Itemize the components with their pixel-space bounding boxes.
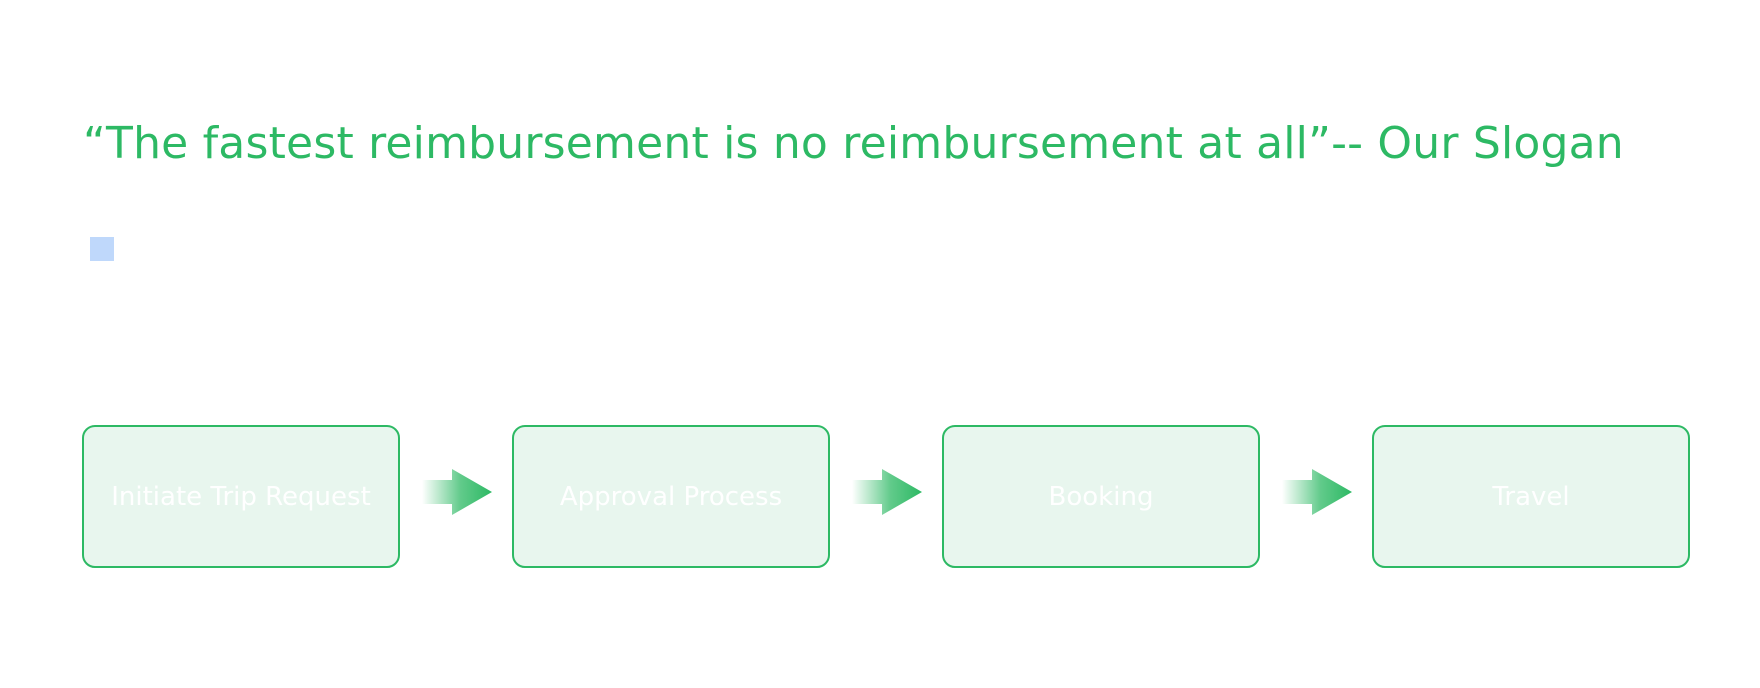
- right-arrow-icon: [852, 469, 922, 515]
- step-label: Approval Process: [559, 481, 783, 512]
- bullet-square-icon: [90, 237, 114, 261]
- step-box-travel: Travel: [1372, 425, 1690, 568]
- slogan-title: “The fastest reimbursement is no reimbur…: [83, 118, 1624, 169]
- right-arrow-icon: [1282, 469, 1352, 515]
- right-arrow-icon: [422, 469, 492, 515]
- process-flow: Initiate Trip Request Approval Process B…: [82, 425, 1690, 568]
- step-box-approval-process: Approval Process: [512, 425, 830, 568]
- step-box-initiate-trip-request: Initiate Trip Request: [82, 425, 400, 568]
- step-label: Booking: [1048, 481, 1154, 512]
- step-box-booking: Booking: [942, 425, 1260, 568]
- step-label: Travel: [1492, 481, 1570, 512]
- step-label: Initiate Trip Request: [111, 481, 371, 512]
